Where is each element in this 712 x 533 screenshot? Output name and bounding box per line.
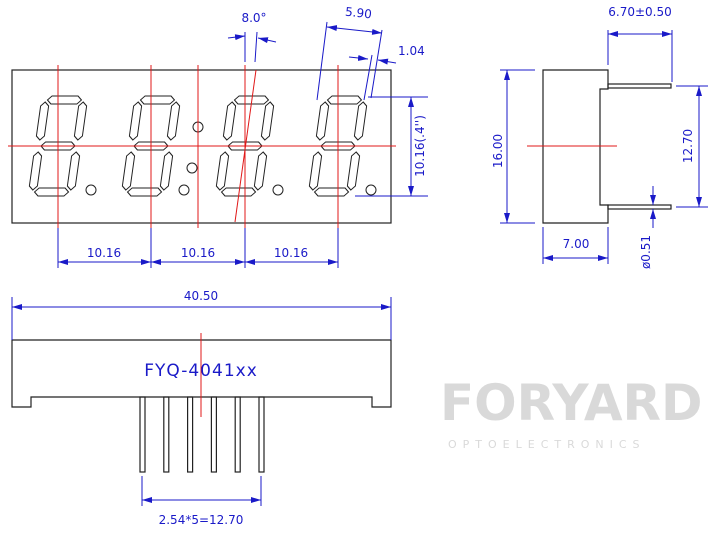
segment-d xyxy=(313,187,350,197)
segment-e xyxy=(28,151,43,191)
decimal-point-3 xyxy=(272,184,284,196)
pin-length-label: 6.70±0.50 xyxy=(608,5,672,19)
pin-1 xyxy=(139,396,146,473)
pin-4 xyxy=(210,396,217,473)
watermark-logo: FORYARD OPTOELECTRONICS xyxy=(440,374,703,451)
segment-c xyxy=(159,151,174,191)
segment-a xyxy=(139,95,176,105)
segment-width-label: 1.04 xyxy=(398,44,425,58)
segment-b xyxy=(166,101,181,141)
digit-width-dimension: 5.90 1.04 xyxy=(316,5,425,101)
digit-3 xyxy=(215,95,275,197)
pin-diameter-label: ø0.51 xyxy=(639,235,653,269)
segment-e xyxy=(121,151,136,191)
decimal-point-2 xyxy=(178,184,190,196)
digits-group xyxy=(28,95,377,197)
pitch-label-1: 10.16 xyxy=(87,246,121,260)
part-number-label: FYQ-4041xx xyxy=(144,361,258,381)
decimal-point-4 xyxy=(365,184,377,196)
pin-5 xyxy=(234,396,241,473)
segment-b xyxy=(353,101,368,141)
height-label: 16.00 xyxy=(491,134,505,168)
bottom-view: FYQ-4041xx 40.50 2.54*5=12.70 xyxy=(11,289,392,527)
colon-dot-bottom xyxy=(186,162,198,174)
segment-e xyxy=(215,151,230,191)
decimal-point-1 xyxy=(85,184,97,196)
digit-2 xyxy=(121,95,181,197)
width-label: 40.50 xyxy=(184,289,218,303)
bottom-body-outline xyxy=(11,339,392,408)
side-pin-top xyxy=(607,83,672,89)
segment-c xyxy=(66,151,81,191)
segment-c xyxy=(253,151,268,191)
pitch-label-2: 10.16 xyxy=(181,246,215,260)
digit-1 xyxy=(28,95,88,197)
pitch-dimensions: 10.16 10.16 10.16 xyxy=(57,228,339,268)
front-view: 10.16 10.16 10.16 8.0° 5.90 1.04 10.16(. xyxy=(8,5,428,268)
digit-height-label: 10.16(.4'') xyxy=(413,115,427,177)
pins-group xyxy=(139,396,265,473)
digit-height-dimension: 10.16(.4'') xyxy=(355,96,428,197)
segment-f xyxy=(315,101,330,141)
angle-dimension: 8.0° xyxy=(227,11,277,63)
digit-4 xyxy=(308,95,368,197)
watermark-brand: FORYARD xyxy=(440,374,703,432)
depth-label: 7.00 xyxy=(563,237,590,251)
pin-pitch-label: 2.54*5=12.70 xyxy=(159,513,244,527)
angle-label: 8.0° xyxy=(241,11,266,25)
segment-b xyxy=(260,101,275,141)
pitch-label-3: 10.16 xyxy=(274,246,308,260)
side-body-outline xyxy=(542,69,609,224)
digit-width-label: 5.90 xyxy=(344,5,372,22)
segment-a xyxy=(326,95,363,105)
pin-6 xyxy=(258,396,265,473)
segment-d xyxy=(33,187,70,197)
pin-2 xyxy=(163,396,170,473)
segment-c xyxy=(346,151,361,191)
slant-centerline xyxy=(234,69,257,223)
segment-b xyxy=(73,101,88,141)
segment-f xyxy=(222,101,237,141)
side-view: 16.00 7.00 6.70±0.50 12.70 ø0.51 xyxy=(491,5,708,269)
segment-e xyxy=(308,151,323,191)
pin-spacing-label: 12.70 xyxy=(681,129,695,163)
side-pin-bottom xyxy=(607,204,672,210)
segment-f xyxy=(128,101,143,141)
segment-f xyxy=(35,101,50,141)
watermark-sub: OPTOELECTRONICS xyxy=(448,438,646,451)
segment-d xyxy=(126,187,163,197)
pin-3 xyxy=(187,396,194,473)
segment-a xyxy=(46,95,83,105)
segment-d xyxy=(220,187,257,197)
